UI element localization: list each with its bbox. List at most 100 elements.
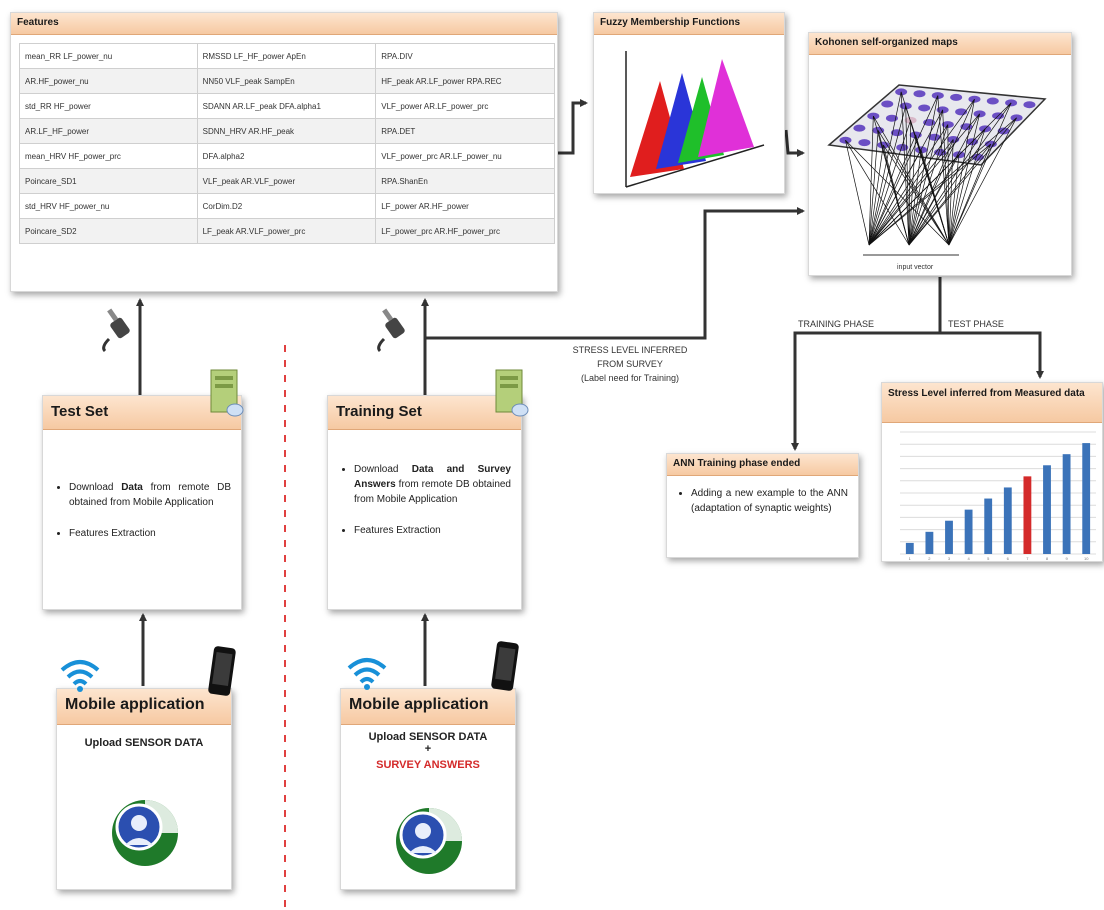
stress-chart-title: Stress Level inferred from Measured data — [882, 383, 1102, 423]
som-connection — [868, 99, 975, 246]
som-connection — [908, 117, 1017, 246]
som-connection — [908, 139, 954, 246]
som-connection — [868, 91, 902, 246]
som-node — [918, 104, 931, 112]
training-phase-label: TRAINING PHASE — [798, 319, 875, 329]
som-connection — [948, 102, 1012, 246]
bullet-pre: Download — [69, 482, 122, 493]
training-set-panel: Training Set Download Data and Survey An… — [327, 395, 522, 610]
ann-bullets: Adding a new example to the ANN (adaptat… — [667, 486, 858, 516]
upload-sensor-right: Upload SENSOR DATA — [368, 731, 488, 743]
mobile-app-title-left: Mobile application — [57, 689, 231, 725]
bullet-pre: Features Extraction — [69, 528, 156, 539]
som-connection — [908, 154, 960, 246]
ann-title: ANN Training phase ended — [667, 454, 858, 476]
som-connection — [868, 143, 992, 246]
table-cell: VLF_peak AR.VLF_power — [196, 168, 377, 194]
chart-tick-label: 10 — [1084, 556, 1089, 561]
som-node — [950, 93, 963, 101]
som-connection — [868, 139, 954, 246]
wifi-icon — [347, 658, 387, 690]
som-connection — [868, 117, 1017, 246]
table-cell: VLF_power AR.LF_power_prc — [375, 93, 555, 119]
arrow-label-kohonen — [425, 207, 805, 340]
som-connection — [868, 102, 1012, 246]
bullet-post: from remote DB obtained from Mobile Appl… — [354, 479, 511, 505]
wifi-icon — [60, 660, 100, 692]
som-connection — [908, 134, 917, 246]
fuzzy-title: Fuzzy Membership Functions — [594, 13, 784, 35]
kohonen-panel: Kohonen self-organized maps input vector — [808, 32, 1072, 276]
som-connection — [908, 149, 922, 246]
table-cell: AR.LF_HF_power — [19, 118, 198, 144]
chart-bar — [984, 498, 993, 554]
table-cell: LF_peak AR.VLF_power_prc — [196, 218, 377, 244]
table-cell: RPA.ShanEn — [375, 168, 555, 194]
som-connection — [868, 105, 907, 246]
test-phase-label: TEST PHASE — [948, 319, 1004, 329]
server-icon — [210, 369, 244, 417]
table-cell: LF_power_prc AR.HF_power_prc — [375, 218, 555, 244]
chart-tick-label: 9 — [1065, 556, 1068, 561]
usb-plug-icon — [102, 308, 130, 353]
som-connection — [942, 109, 950, 246]
som-connection — [868, 134, 917, 246]
table-cell: HF_peak AR.LF_power RPA.REC — [375, 68, 555, 94]
som-node — [986, 97, 999, 105]
chart-tick-label: 5 — [987, 556, 990, 561]
som-node — [971, 153, 984, 161]
chart-tick-label: 7 — [1026, 556, 1029, 561]
list-item: Download Data and Survey Answers from re… — [354, 462, 511, 507]
arrow-training-phase — [791, 277, 942, 451]
som-connection — [868, 145, 884, 246]
som-node — [928, 133, 941, 141]
ann-bullet: Adding a new example to the ANN (adaptat… — [691, 486, 848, 516]
table-cell: mean_RR LF_power_nu — [19, 43, 198, 69]
chart-bar — [925, 531, 934, 554]
som-connection — [868, 130, 879, 246]
table-cell: Poincare_SD1 — [19, 168, 198, 194]
bullet-bold: Data — [121, 482, 143, 493]
test-set-title: Test Set — [43, 396, 241, 430]
bullet-bold: Data and Survey Answers — [354, 464, 511, 490]
chart-bar — [964, 509, 973, 554]
table-cell: mean_HRV HF_power_prc — [19, 143, 198, 169]
chart-tick-label: 8 — [1046, 556, 1049, 561]
chart-bar — [905, 542, 914, 554]
test-set-bullets: Download Data from remote DB obtained fr… — [43, 480, 241, 541]
app-logo-icon — [396, 808, 462, 874]
bullet-pre: Download — [354, 464, 412, 475]
ann-panel: ANN Training phase ended Adding a new ex… — [666, 453, 859, 558]
table-cell: RPA.DIV — [375, 43, 555, 69]
arrow-fuzzy-kohonen — [784, 129, 805, 157]
chart-tick-label: 6 — [1007, 556, 1010, 561]
som-connection — [868, 95, 939, 246]
table-cell: std_RR HF_power — [19, 93, 198, 119]
som-connection — [877, 130, 950, 246]
som-connection — [868, 149, 922, 246]
usb-plug-icon — [377, 308, 405, 353]
survey-answers-label: SURVEY ANSWERS — [376, 759, 480, 771]
list-item: Features Extraction — [354, 523, 511, 538]
stress-inferred-label: STRESS LEVEL INFERRED FROM SURVEY (Label… — [572, 345, 688, 383]
som-node — [853, 124, 866, 132]
table-cell: AR.HF_power_nu — [19, 68, 198, 94]
stress-chart-panel: Stress Level inferred from Measured data… — [881, 382, 1103, 562]
chart-tick-label: 1 — [909, 556, 912, 561]
som-node — [896, 143, 909, 151]
som-connection — [948, 143, 992, 246]
kohonen-map: input vector — [827, 84, 1047, 271]
arrow-test-phase — [940, 331, 1044, 379]
smartphone-icon — [491, 641, 519, 691]
table-cell: RPA.DET — [375, 118, 555, 144]
features-title: Features — [11, 13, 557, 35]
table-cell: Poincare_SD2 — [19, 218, 198, 244]
mobile-app-title-right: Mobile application — [341, 689, 515, 725]
som-connection — [868, 116, 874, 246]
